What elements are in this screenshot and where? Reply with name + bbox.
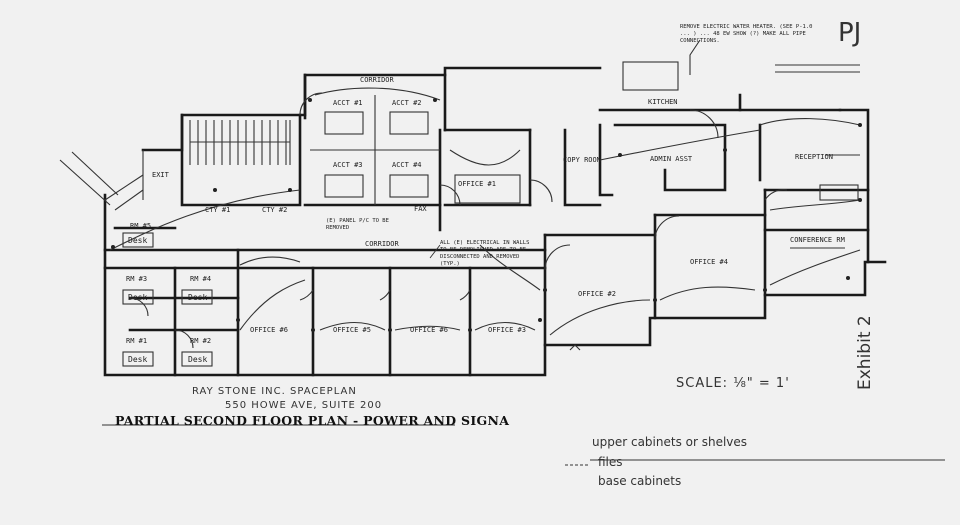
room-label-rm4: RM #4 [190, 275, 212, 283]
room-label-acct1: ACCT #1 [333, 99, 363, 107]
room-label-office3: OFFICE #3 [488, 326, 526, 334]
room-label-cty1: CTY #1 [205, 206, 231, 214]
header-note: REMOVE ELECTRIC WATER HEATER. (SEE P-1.0… [680, 24, 813, 44]
room-label-admin-asst: ADMIN ASST [650, 155, 693, 163]
room-label-acct2: ACCT #2 [392, 99, 422, 107]
room-label-office-mid: OFFICE #6 [410, 326, 448, 334]
room-label-office5: OFFICE #5 [333, 326, 371, 334]
company-name: RAY STONE INC. SPACEPLAN [192, 386, 357, 397]
desk-label: Desk [128, 236, 148, 245]
room-label-office4: OFFICE #4 [690, 258, 728, 266]
desk-label: Desk [128, 355, 148, 364]
room-label-acct4: ACCT #4 [392, 161, 422, 169]
room-label-exit: EXIT [152, 171, 169, 179]
room-label-conference: CONFERENCE RM [790, 236, 845, 244]
legend-files: files [598, 455, 623, 469]
room-label-office2: OFFICE #2 [578, 290, 616, 298]
room-label-office6: OFFICE #6 [250, 326, 288, 334]
drawing-title: PARTIAL SECOND FLOOR PLAN - POWER AND SI… [115, 413, 510, 428]
room-label-rm3: RM #3 [126, 275, 148, 283]
room-label-office1: OFFICE #1 [458, 180, 496, 188]
room-label-corridor: CORRIDOR [365, 240, 399, 248]
desk-label: Desk [128, 293, 148, 302]
room-label-rm2: RM #2 [190, 337, 212, 345]
room-label-fax: FAX [414, 205, 427, 213]
exterior-wall-east [838, 108, 870, 264]
room-label-corridor-top: CORRIDOR [360, 76, 394, 84]
room-label-copy-room: COPY ROOM [563, 156, 601, 164]
room-label-reception: RECEPTION [795, 153, 833, 161]
note-electrical: ALL (E) ELECTRICAL IN WALLS TO BE DEMOLI… [440, 240, 530, 267]
room-label-kitchen: KITCHEN [648, 98, 678, 106]
room-label-rm1: RM #1 [126, 337, 148, 345]
legend-upper-cabinets: upper cabinets or shelves [592, 435, 748, 449]
scale-label: SCALE: ⅛" = 1' [676, 376, 790, 391]
note-panel: (E) PANEL P/C TO BE REMOVED [326, 218, 389, 231]
exterior-wall-west [103, 193, 887, 377]
company-address: 550 HOWE AVE, SUITE 200 [225, 400, 383, 411]
exhibit-label: Exhibit 2 [855, 315, 875, 390]
desk-label: Desk [188, 355, 208, 364]
legend-base-cabinets: base cabinets [598, 474, 682, 488]
room-label-rm5: RM #5 [130, 222, 152, 230]
room-label-acct3: ACCT #3 [333, 161, 363, 169]
desk-label: Desk [188, 293, 208, 302]
room-label-cty2: CTY #2 [262, 206, 288, 214]
initials: PJ [838, 18, 862, 48]
